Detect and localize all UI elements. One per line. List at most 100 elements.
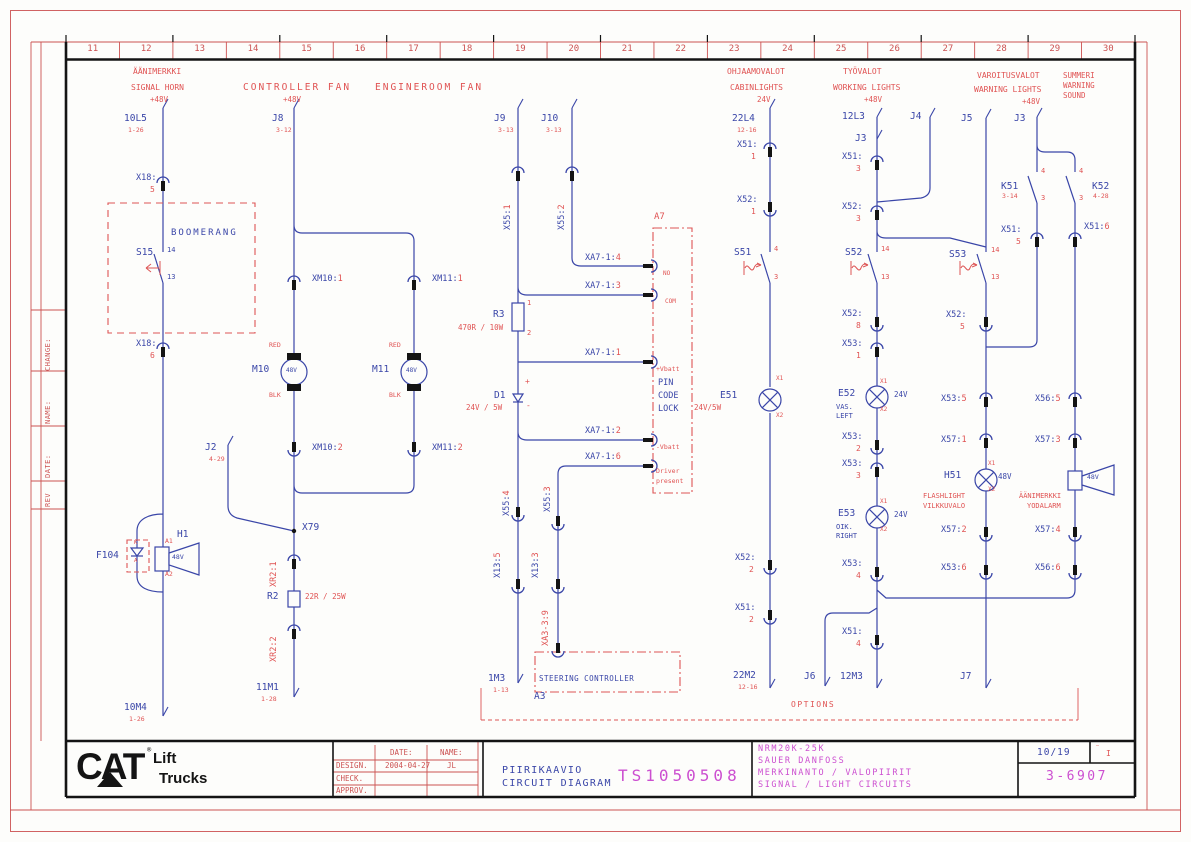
pin-socket-arc (979, 534, 993, 542)
switch-S52: S52 (845, 248, 862, 258)
s52-actuator (850, 261, 869, 275)
horn-H1-a2: A2 (165, 571, 173, 578)
pin-socket-arc (407, 449, 421, 457)
column-number-28: 28 (995, 44, 1007, 54)
s53-actuator (959, 261, 978, 275)
switch-S15: S15 (136, 248, 153, 258)
dst-10M4-range-text: 1-26 (129, 715, 145, 723)
switch-S51-c3-text: 3 (774, 273, 779, 281)
junction-X79-text: X79 (302, 522, 320, 533)
dst-11M1-range-text: 1-28 (261, 695, 277, 703)
conn-X51-6-text: X51: (1084, 222, 1105, 232)
src-J2-range-text: 4-29 (209, 455, 225, 463)
conn-X52-3-text: X52: (842, 202, 863, 212)
dst-11M1-range: 1-28 (261, 696, 277, 703)
switch-S53-text: S53 (949, 249, 967, 260)
conn-X53-3: X53: (842, 460, 862, 469)
dst-22M2-range: 12-16 (738, 684, 758, 691)
dst-22M2-range-text: 12-16 (738, 683, 758, 691)
conn-X53-4-pin-text: 4 (856, 571, 861, 580)
src-22L4-range: 12-16 (737, 127, 757, 134)
project-line2: SAUER DANFOSS (758, 756, 846, 766)
pin-socket-arc (650, 259, 658, 273)
unit-A7-vbattp: +Vbatt (656, 366, 679, 373)
conn-X51-2-pin: 2 (749, 616, 754, 624)
header-warninglights: WARNING LIGHTS (974, 86, 1041, 94)
horn-H1-a1: A1 (165, 538, 173, 545)
conn-X52-5-text: X52: (946, 310, 967, 320)
conn-X57-2-text: X57: (941, 525, 962, 535)
wire-fans (293, 108, 415, 697)
src-J3-left-text: J3 (855, 133, 867, 144)
conn-X53-4-pin: 4 (856, 572, 861, 580)
wire-end-arrow (293, 687, 300, 698)
column-number-20: 20 (568, 44, 580, 54)
header-signal-horn-text: SIGNAL HORN (131, 83, 184, 92)
lamp-H51-volt-text: 48V (998, 472, 1012, 481)
pin-contact (1073, 565, 1077, 575)
conn-X51-4-pin: 4 (856, 640, 861, 648)
conn-XM11-1-text: XM11: (432, 274, 458, 284)
conn-X51-6-pin-number: 6 (1104, 222, 1110, 232)
unit-A7-present-text: present (656, 477, 684, 485)
doc-title-en: CIRCUIT DIAGRAM (502, 778, 612, 789)
relay-K52-range: 4-28 (1093, 193, 1109, 200)
horn-H1-a1-text: A1 (165, 537, 173, 545)
lamp-E53-x2: X2 (880, 527, 887, 533)
conn-X52-5-pin: 5 (960, 323, 965, 331)
lamp-E51-x2-text: X2 (776, 412, 784, 419)
unit-A7-text: A7 (654, 212, 665, 222)
conn-X57-2: X57:2 (941, 526, 967, 535)
pin-socket-arc (763, 617, 777, 625)
src-10L5-text: 10L5 (124, 113, 147, 124)
conn-XM10-2-text: XM10: (312, 443, 338, 453)
conn-XA7-1-1: XA7-1:1 (585, 349, 621, 358)
src-12L3: 12L3 (842, 112, 865, 122)
relay-K52-c4: 4 (1079, 168, 1083, 175)
wire-end-arrow (769, 678, 776, 689)
motor-M10-volt: 48V (286, 368, 297, 374)
pin-contact (643, 464, 653, 468)
frame-red (10, 10, 1181, 832)
lamp-E52-volt-text: 24V (894, 390, 908, 399)
conn-X13-3: X13:3 (531, 552, 541, 578)
switch-S53-c14-text: 14 (991, 246, 1000, 254)
horn-H1: H1 (177, 530, 188, 540)
conn-X52-5: X52: (946, 311, 966, 320)
conn-X51-1-text: X51: (737, 140, 758, 150)
switch-S15-c13: 13 (167, 274, 175, 281)
fuse-F104-a-text: A (134, 558, 138, 564)
conn-XR2-1-text: XR2: (269, 566, 279, 587)
column-number-19: 19 (514, 44, 526, 54)
src-J10: J10 (541, 114, 558, 124)
conn-X53-5: X53:5 (941, 395, 967, 404)
relay-K51-c3: 3 (1041, 195, 1045, 202)
src-J2-range: 4-29 (209, 456, 225, 463)
lamp-H51-name1: FLASHLIGHT (923, 493, 965, 500)
conn-X18-5-pin-text: 5 (150, 185, 155, 194)
conn-XA3-3-9: XA3-3:9 (541, 610, 551, 646)
header-warninglights-fi-text: VAROITUSVALOT (977, 71, 1040, 80)
conn-XR2-1-pin-number: 1 (269, 561, 279, 567)
horn-H1-volt: 48V (172, 554, 184, 561)
dst-10M4: 10M4 (124, 703, 147, 713)
resistor-R2-value-text: 22R / 25W (305, 592, 346, 601)
conn-X53-3-pin-text: 3 (856, 471, 861, 480)
rev-mark: — (1096, 743, 1100, 749)
pin-socket-arc (763, 209, 777, 217)
diode-D1-plus: + (525, 378, 530, 386)
dst-J6: J6 (804, 672, 815, 682)
header-warning-sound-2-text: SOUND (1063, 91, 1086, 100)
junction-x79-dot (291, 528, 297, 534)
unit-A7: A7 (654, 213, 665, 222)
pin-socket-arc (870, 462, 884, 470)
diode-D1-minus: - (526, 402, 531, 410)
conn-X13-3-text: X13: (531, 557, 541, 578)
unit-A7-code-text: CODE (658, 391, 679, 401)
pin-socket-arc (287, 275, 301, 283)
conn-XA7-1-6-text: XA7-1: (585, 452, 616, 462)
header-summeri: SUMMERI (1063, 72, 1095, 80)
conn-X53-4-text: X53: (842, 559, 863, 569)
dst-22M2-text: 22M2 (733, 670, 756, 681)
